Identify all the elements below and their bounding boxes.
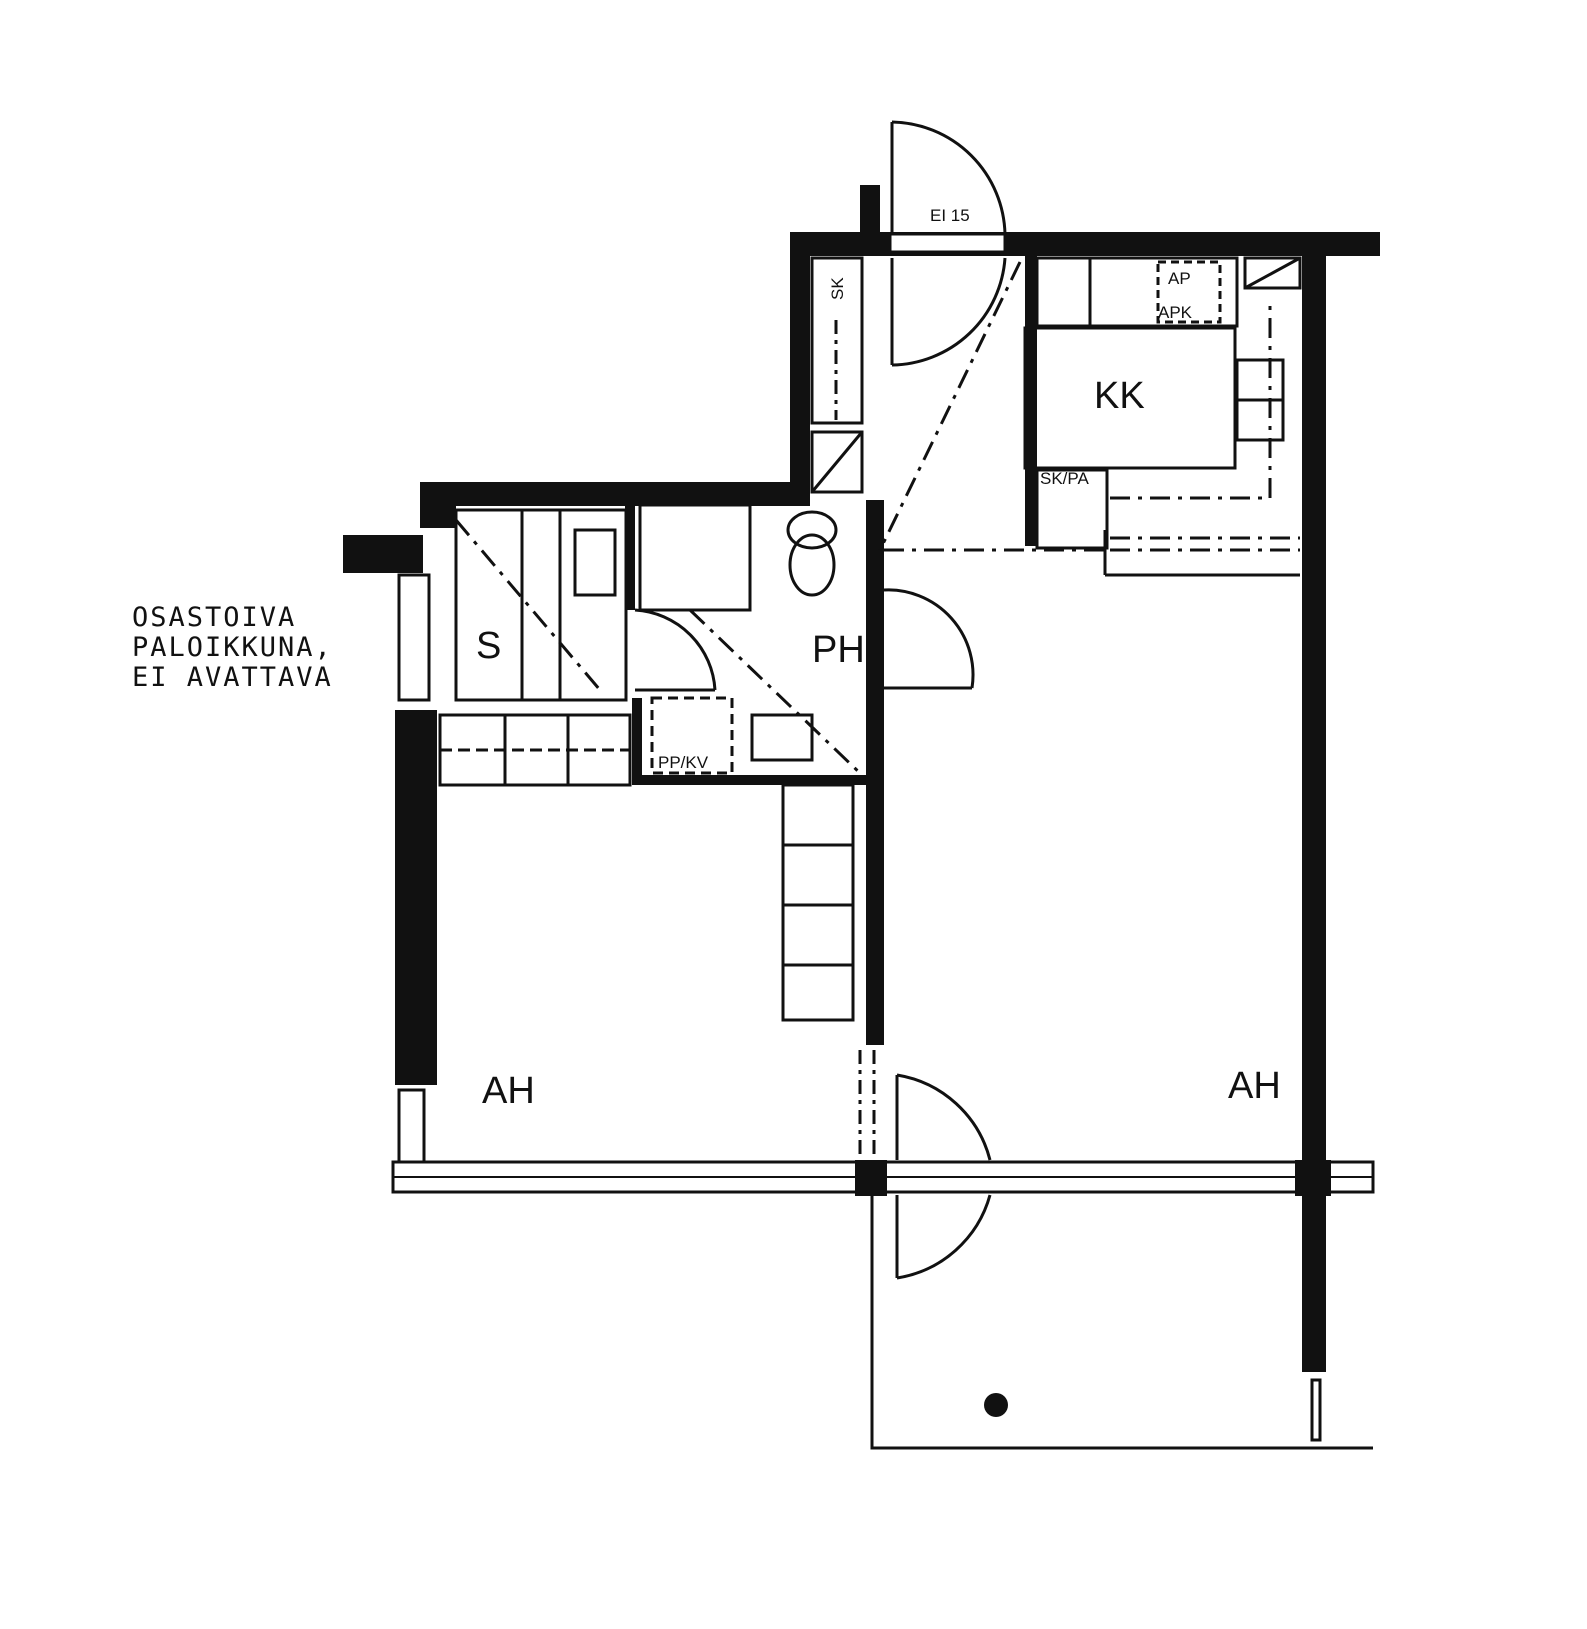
note-line-1: OSASTOIVA: [132, 602, 297, 633]
kitchen-wall: [1025, 256, 1037, 546]
kitchen-dash-2: [1110, 536, 1300, 552]
sauna-diagonal: [454, 519, 602, 691]
hall-diagonal: [878, 261, 1022, 551]
apk-label: APK: [1158, 303, 1193, 322]
pp-kv-label: PP/KV: [658, 753, 709, 772]
corner-wall: [420, 482, 456, 528]
balcony-outline: [870, 1196, 1373, 1450]
entry-door-arc-out: [891, 120, 1007, 235]
upper-left-wall: [420, 482, 810, 506]
fire-window-wall-stub: [343, 535, 423, 573]
entry-closet: [810, 256, 864, 425]
note-line-3: EI AVATTAVA: [132, 662, 333, 693]
shower: [638, 503, 752, 612]
entry-stub-wall: [860, 185, 880, 235]
right-exterior-wall: [1302, 232, 1326, 1372]
dishwasher: [1156, 260, 1222, 324]
sk-pa-label: SK/PA: [1040, 469, 1089, 488]
room-label-s: S: [476, 625, 501, 667]
drain-icon: [984, 1393, 1008, 1417]
interior-wall: [866, 500, 884, 1045]
fridge: [1035, 468, 1109, 550]
ph-door-arc: [883, 588, 975, 689]
sauna-stove: [573, 528, 617, 597]
top-wall: [790, 232, 1380, 256]
bath-door-arc: [634, 608, 717, 691]
fixtures: [391, 120, 1375, 1450]
fire-window: [397, 573, 431, 702]
room-label-kk: KK: [1094, 375, 1145, 417]
kitchen-dash: [1110, 300, 1272, 500]
fire-window-note: OSASTOIVA PALOIKKUNA, EI AVATTAVA: [132, 603, 333, 693]
balcony-door-arc-in: [896, 1073, 992, 1161]
balcony-post: [1310, 1378, 1322, 1442]
corner-cabinet: [1243, 256, 1302, 290]
bath-wall: [625, 500, 635, 610]
balcony-door-arc-out: [896, 1194, 992, 1280]
kitchen-island: [1023, 326, 1237, 470]
wc-tank: [786, 510, 838, 550]
sk-label: SK: [828, 277, 847, 300]
ap-label: AP: [1168, 269, 1191, 288]
meter-diagonal: [810, 431, 864, 493]
note-line-2: PALOIKKUNA,: [132, 632, 333, 663]
room-label-ah-right: AH: [1228, 1065, 1281, 1107]
entry-door-arc-in: [891, 257, 1007, 367]
bath-sink: [750, 713, 814, 762]
corner-cabinet-diag: [1244, 256, 1301, 290]
hall-wardrobe: [781, 783, 855, 1022]
door-rating-label: EI 15: [930, 206, 970, 225]
bath-wall-lower: [632, 698, 642, 778]
walls: [343, 185, 1380, 1372]
entry-left-wall: [790, 232, 810, 482]
room-label-ph: PH: [812, 629, 865, 671]
sauna: [454, 508, 628, 702]
entry-threshold: [888, 232, 1007, 254]
wc-bowl: [788, 533, 836, 597]
washing-machine: [650, 696, 734, 775]
room-label-ah-left: AH: [482, 1070, 535, 1112]
meter-cabinet: [810, 430, 864, 494]
bath-floor-wall: [632, 775, 872, 785]
left-exterior-wall: [395, 710, 437, 1085]
left-window: [397, 1088, 426, 1164]
kitchen-upper-counter: [1035, 256, 1239, 328]
